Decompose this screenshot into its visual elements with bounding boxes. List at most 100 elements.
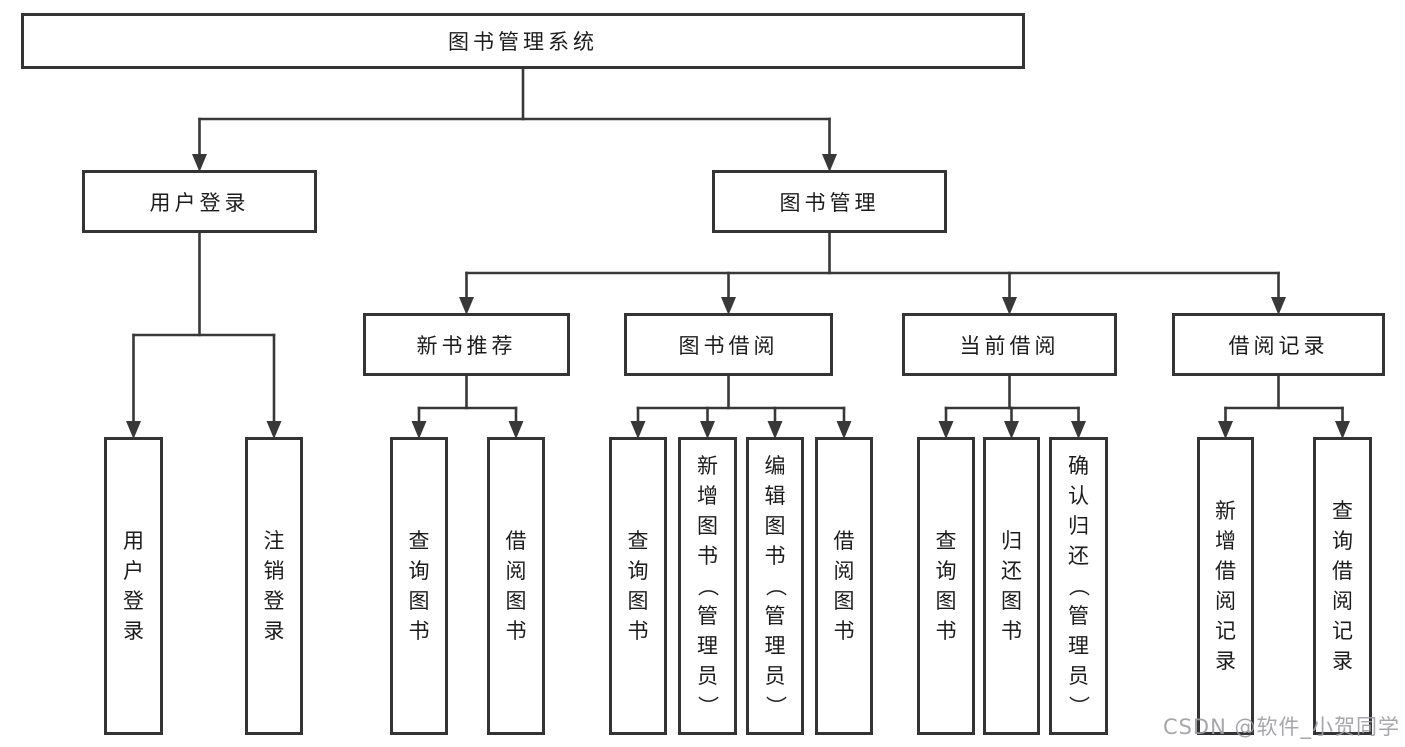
node-leaf-query-record: 查询借阅记录	[1313, 437, 1372, 735]
arrowhead-icon	[508, 421, 524, 439]
node-label-char: （	[1066, 575, 1091, 597]
node-label-char: 图	[935, 589, 957, 613]
arrowhead-icon	[266, 421, 282, 439]
node-leaf-return-book: 归还图书	[983, 437, 1040, 735]
arrowhead-icon	[126, 421, 141, 439]
node-label-char: 阅	[1332, 589, 1353, 613]
node-label-char: 询	[1332, 529, 1353, 553]
node-label-char: 查	[408, 529, 430, 553]
node-label-char: 户	[123, 559, 144, 583]
node-label-char: 借	[1332, 559, 1353, 583]
node-label-char: 借	[833, 529, 855, 553]
node-label-char: 图	[1001, 589, 1022, 613]
node-label-char: 增	[697, 484, 718, 508]
node-label-char: 阅	[505, 559, 527, 583]
arrowhead-icon	[1004, 421, 1019, 439]
arrowhead-icon	[700, 421, 715, 439]
node-label-char: 查	[1332, 499, 1353, 523]
node-book-borrow: 图书借阅	[624, 313, 833, 376]
node-label-char: 还	[1068, 544, 1089, 568]
node-label-char: 书	[505, 619, 527, 643]
node-leaf-edit-book: 编辑图书 （ 管理员 ）	[746, 437, 804, 735]
node-new-book-rec: 新书推荐	[363, 313, 570, 376]
node-label-char: 图	[697, 514, 718, 538]
node-current-borrow: 当前借阅	[902, 313, 1117, 376]
node-label-char: 查	[935, 529, 957, 553]
node-leaf-logout: 注销登录	[245, 437, 303, 735]
node-leaf-add-record: 新增借阅记录	[1197, 437, 1254, 735]
arrowhead-icon	[1002, 297, 1017, 315]
node-leaf-user-login: 用户登录	[104, 437, 163, 735]
node-label-char: 注	[263, 529, 285, 553]
node-book-mgmt: 图书管理	[712, 170, 947, 233]
node-label-char: 登	[263, 589, 285, 613]
node-label-char: 书	[627, 619, 649, 643]
node-leaf-borrow-book-2: 借阅图书	[815, 437, 873, 735]
node-label-char: 新	[1215, 499, 1236, 523]
node-label-char: 书	[1001, 619, 1022, 643]
node-label-char: 员	[1068, 664, 1089, 688]
node-label-char: 归	[1068, 514, 1089, 538]
node-label-char: 借	[505, 529, 527, 553]
node-label-char: （	[695, 575, 720, 597]
node-label-char: 理	[764, 634, 786, 658]
node-label-char: ）	[695, 695, 720, 717]
arrowhead-icon	[767, 421, 783, 439]
node-label-char: 询	[408, 559, 430, 583]
node-label-char: ）	[1066, 695, 1091, 717]
node-leaf-query-book-1: 查询图书	[390, 437, 448, 735]
arrowhead-icon	[1218, 421, 1233, 439]
node-label-char: 书	[833, 619, 855, 643]
node-label-char: 管	[1068, 604, 1089, 628]
node-label-char: 询	[627, 559, 649, 583]
node-leaf-query-book-2: 查询图书	[609, 437, 667, 735]
arrowhead-icon	[411, 421, 427, 439]
arrowhead-icon	[721, 297, 736, 315]
node-label-char: ）	[763, 695, 787, 717]
node-label-char: 录	[263, 619, 285, 643]
node-label-char: 员	[764, 664, 786, 688]
node-label-char: 认	[1068, 484, 1089, 508]
node-label-char: 管	[764, 604, 786, 628]
node-label-char: 确	[1068, 454, 1089, 478]
node-borrow-records: 借阅记录	[1172, 313, 1385, 376]
node-user-login: 用户登录	[82, 170, 317, 233]
node-label-char: 理	[1068, 634, 1089, 658]
node-label-char: 借	[1215, 559, 1236, 583]
node-label-char: 书	[935, 619, 957, 643]
node-root: 图书管理系统	[21, 13, 1025, 69]
node-label-char: 管	[697, 604, 718, 628]
node-label-char: 辑	[764, 484, 786, 508]
node-label-char: 理	[697, 634, 718, 658]
node-label-char: 图	[627, 589, 649, 613]
arrowhead-icon	[1271, 297, 1286, 315]
node-label-char: 图	[833, 589, 855, 613]
arrowhead-icon	[822, 154, 837, 172]
node-label-char: 录	[123, 619, 144, 643]
node-label-char: 查	[627, 529, 649, 553]
node-label-char: 销	[263, 559, 285, 583]
node-label-char: （	[763, 575, 787, 597]
node-label-char: 员	[697, 664, 718, 688]
node-label-char: 书	[764, 544, 786, 568]
node-label-char: 新	[697, 454, 718, 478]
node-label-char: 录	[1332, 649, 1353, 673]
arrowhead-icon	[192, 154, 207, 172]
node-label-char: 图	[764, 514, 786, 538]
node-label-char: 登	[123, 589, 144, 613]
arrowhead-icon	[836, 421, 852, 439]
node-label-char: 编	[764, 454, 786, 478]
arrowhead-icon	[630, 421, 646, 439]
node-label-char: 记	[1215, 619, 1236, 643]
node-label-char: 归	[1001, 529, 1022, 553]
arrowhead-icon	[938, 421, 954, 439]
arrowhead-icon	[1335, 421, 1350, 439]
node-label-char: 记	[1332, 619, 1353, 643]
node-label-char: 询	[935, 559, 957, 583]
node-label-char: 图	[408, 589, 430, 613]
node-label-char: 还	[1001, 559, 1022, 583]
node-label-char: 书	[408, 619, 430, 643]
node-label-char: 图	[505, 589, 527, 613]
node-label-char: 书	[697, 544, 718, 568]
arrowhead-icon	[1071, 421, 1086, 439]
